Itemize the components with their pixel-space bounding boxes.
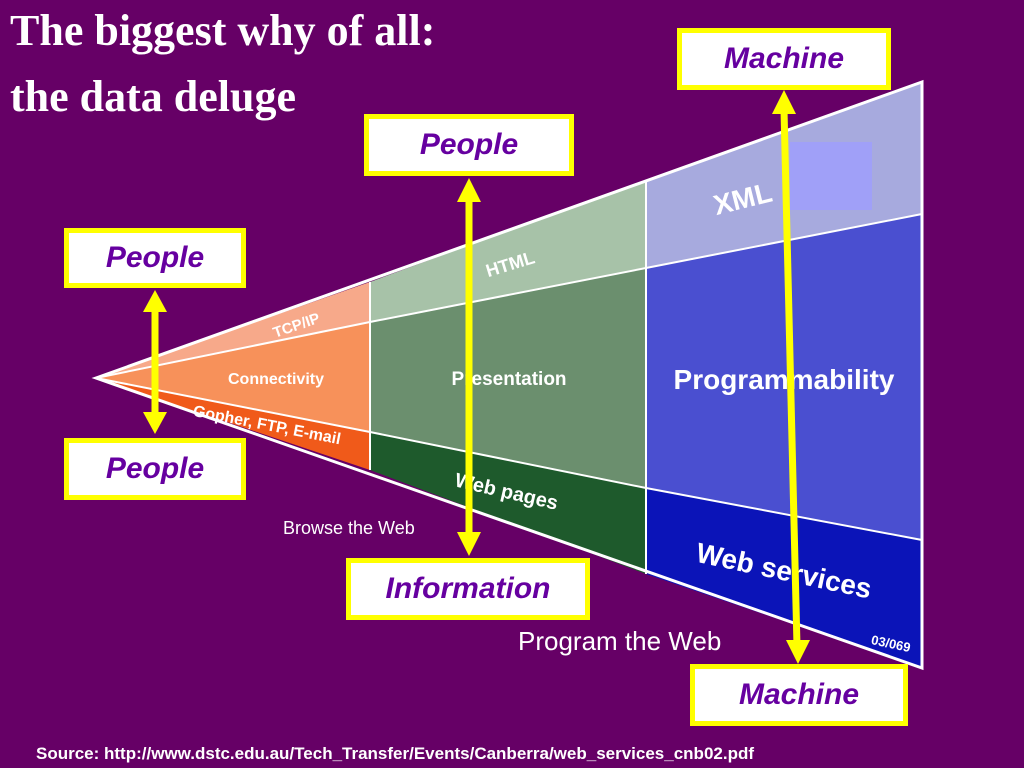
information-box: Information — [346, 558, 590, 620]
title-line-1: The biggest why of all: — [10, 6, 436, 55]
col2-top-band — [370, 180, 646, 322]
machine-box-bottom: Machine — [690, 664, 908, 726]
people-box-left-bottom: People — [64, 438, 246, 500]
program-the-web-caption: Program the Web — [518, 626, 722, 656]
title-line-2: the data deluge — [10, 72, 296, 121]
label-connectivity: Connectivity — [228, 371, 324, 388]
arrow-people-people — [143, 290, 167, 434]
people-box-center: People — [364, 114, 574, 176]
col3-middle-band — [646, 214, 922, 540]
arrow-machine-machine — [772, 90, 810, 664]
machine-box-top: Machine — [677, 28, 891, 90]
label-presentation: Presentation — [451, 369, 566, 390]
slide-title: The biggest why of all: the data deluge — [10, 8, 435, 120]
col2-middle-band — [370, 268, 646, 488]
col3-bottom-band — [646, 488, 922, 668]
browse-the-web-caption: Browse the Web — [283, 518, 415, 538]
people-box-left-top: People — [64, 228, 246, 288]
xml-highlight — [790, 142, 872, 210]
col1-middle-band — [96, 322, 370, 432]
col2-bottom-band — [370, 432, 646, 574]
funnel-outline — [91, 79, 924, 671]
source-citation: Source: http://www.dstc.edu.au/Tech_Tran… — [36, 744, 755, 763]
arrow-people-information — [457, 178, 481, 556]
separator-lower — [95, 377, 923, 541]
label-programmability: Programmability — [674, 364, 895, 395]
